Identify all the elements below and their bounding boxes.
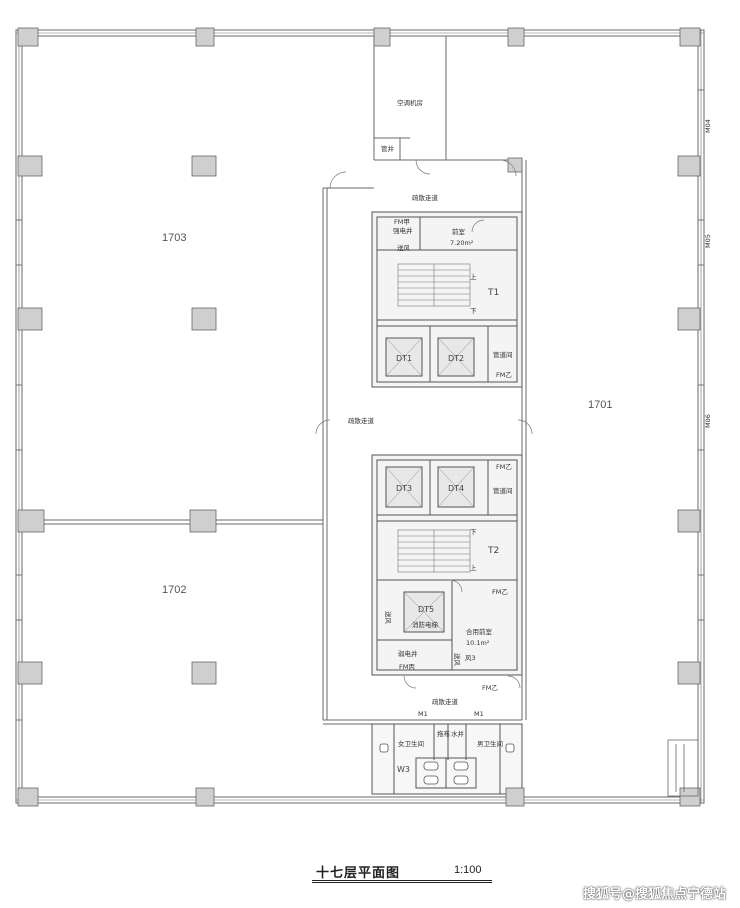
w3-label: W3: [397, 765, 410, 774]
fm-b4-label: FM乙: [482, 684, 498, 692]
elevator-dt3-label: DT3: [396, 484, 412, 493]
drawing-title: 十七层平面图: [316, 866, 401, 881]
vestibule-label: 前室: [452, 227, 466, 236]
womens-wc-label: 女卫生间: [398, 739, 424, 748]
ventilation-3-label: 风3: [465, 654, 476, 662]
air-supply-2-label: 送风: [384, 611, 393, 625]
pipe-well-top-label: 管井: [381, 144, 395, 153]
title-underline: [312, 880, 492, 881]
drawing-scale: 1:100: [454, 864, 482, 876]
title-underline-2: [312, 882, 492, 883]
down-t2-label: 下: [470, 528, 477, 536]
fire-elevator-label: 消防电梯: [412, 620, 439, 629]
water-well-label: 水井: [451, 729, 465, 738]
weak-well-label: 弱电井: [398, 649, 418, 658]
fm-b1-label: FM乙: [496, 371, 512, 379]
m1-right-label: M1: [474, 710, 484, 718]
stair-t2-label: T2: [487, 546, 499, 556]
dim-m05-label: M05: [704, 234, 712, 248]
stair-t1-label: T1: [487, 288, 499, 298]
down-t1-label: 下: [470, 307, 477, 315]
evac-corridor-bottom-label: 疏散走道: [432, 697, 459, 706]
vestibule-area-label: 7.20m²: [450, 239, 474, 247]
mens-wc-label: 男卫生间: [477, 739, 503, 748]
elevator-dt5-label: DT5: [418, 605, 434, 614]
elevator-dt2-label: DT2: [448, 354, 464, 363]
fm-b3-label: FM乙: [492, 588, 508, 596]
up-t1-label: 上: [470, 272, 477, 281]
elevator-dt4-label: DT4: [448, 484, 464, 493]
evac-corridor-top-label: 疏散走道: [412, 193, 439, 202]
unit-1701-label: 1701: [588, 399, 612, 411]
up-t2-label: 上: [470, 563, 477, 572]
elevator-cross-lines: [385, 337, 475, 633]
exterior-stair: [667, 739, 699, 797]
air-supply-label: 送风: [397, 243, 411, 252]
dim-m04-label: M04: [704, 119, 712, 133]
restroom-block: [371, 723, 523, 795]
ac-room-label: 空调机房: [397, 98, 423, 107]
shared-vestibule-label: 合用前室: [466, 627, 493, 636]
m1-left-label: M1: [418, 710, 428, 718]
air-supply-3-label: 送风: [453, 653, 462, 667]
fm-c1-label: FM丙: [399, 663, 415, 671]
structural-columns: [17, 27, 701, 807]
evac-corridor-mid-label: 疏散走道: [348, 416, 375, 425]
fm-strong-well-label: FM甲: [394, 218, 410, 226]
unit-1702-label: 1702: [162, 584, 186, 596]
fixtures: [379, 743, 515, 785]
title-block: 十七层平面图 1:100: [312, 862, 492, 883]
shared-vestibule-area-label: 10.1m²: [466, 639, 490, 647]
dim-m06-label: M06: [704, 414, 712, 428]
door-swings: [315, 159, 533, 689]
strong-well-label: 强电井: [393, 226, 413, 235]
pipe-duct-2-label: 管道间: [493, 486, 513, 495]
unit-1703-label: 1703: [162, 232, 186, 244]
pipe-duct-1-label: 管道间: [493, 350, 513, 359]
elevator-dt1-label: DT1: [396, 354, 412, 363]
watermark: 搜狐号@搜狐焦点宁德站: [582, 887, 726, 902]
janitor-label: 拖布: [437, 729, 451, 738]
fm-b2-label: FM乙: [496, 463, 512, 471]
window-marks: [16, 89, 704, 721]
